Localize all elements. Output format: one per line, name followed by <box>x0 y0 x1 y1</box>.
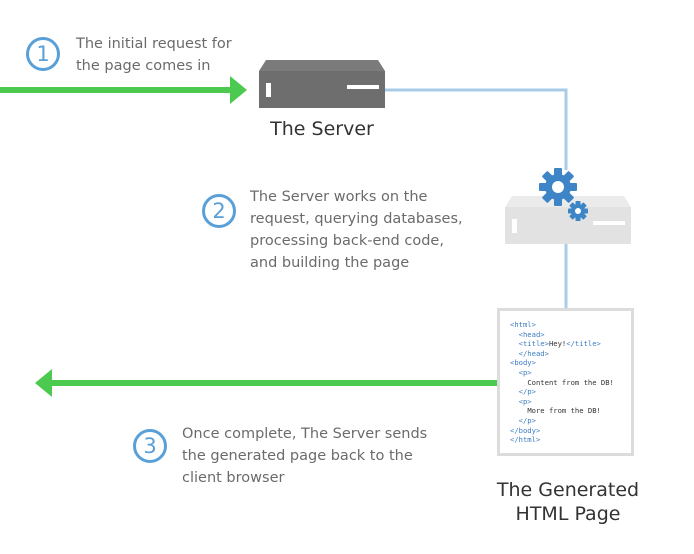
code-tag: <p> <box>518 367 532 377</box>
step-1-description: The initial request for the page comes i… <box>76 36 232 74</box>
code-tag: </html> <box>510 435 541 445</box>
code-line: </html> <box>510 435 631 445</box>
code-text: Hey! <box>548 339 567 349</box>
code-line: </p> <box>510 387 631 397</box>
html-document-icon: <html> <head> <title>Hey!</title> </head… <box>497 308 634 456</box>
server-icon <box>259 60 385 108</box>
code-text: More from the DB! <box>527 406 601 416</box>
code-tag: </title> <box>566 339 601 349</box>
code-tag: <title> <box>518 339 549 349</box>
small-gear-icon <box>568 201 588 221</box>
code-line: <head> <box>510 330 631 340</box>
incoming-request-arrow <box>0 76 247 104</box>
code-tag: <html> <box>510 320 536 329</box>
code-tag: </p> <box>518 415 536 425</box>
code-tag: </p> <box>518 387 536 397</box>
code-line: Content from the DB! <box>510 378 631 388</box>
server-connector-line <box>385 88 568 308</box>
code-text: Content from the DB! <box>527 377 614 387</box>
server-with-gears-icon <box>505 196 631 244</box>
code-tag: <head> <box>518 329 545 339</box>
step-1-badge: 1 <box>26 37 60 71</box>
generated-page-label: The Generated HTML Page <box>496 479 640 525</box>
gear-icon <box>539 168 577 206</box>
code-tag: <body> <box>510 358 536 368</box>
code-line: </body> <box>510 426 631 436</box>
code-line: </head> <box>510 349 631 359</box>
code-tag: </body> <box>510 425 541 435</box>
step-3-description: Once complete, The Server sends the gene… <box>182 426 428 486</box>
code-line: <body> <box>510 358 631 368</box>
outgoing-response-arrow <box>35 369 497 397</box>
code-line: <title>Hey!</title> <box>510 339 631 349</box>
code-line: More from the DB! <box>510 406 631 416</box>
code-tag: <p> <box>518 396 532 406</box>
code-tag: </head> <box>518 348 549 358</box>
code-line: <p> <box>510 368 631 378</box>
code-line: </p> <box>510 416 631 426</box>
code-line: <p> <box>510 397 631 407</box>
step-2-badge: 2 <box>202 194 236 228</box>
server-label: The Server <box>270 118 374 140</box>
step-2-description: The Server works on the request, queryin… <box>250 189 463 271</box>
code-line: <html> <box>510 320 631 330</box>
step-3-badge: 3 <box>133 429 167 463</box>
